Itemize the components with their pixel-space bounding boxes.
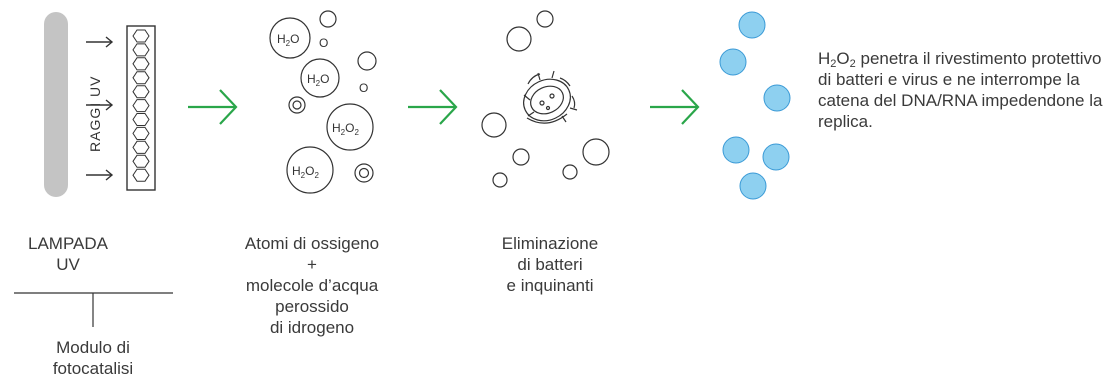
droplet-icon [738, 11, 766, 39]
droplet-icon [719, 48, 747, 76]
hexagon-cell [132, 140, 150, 154]
bacterium-icon [523, 70, 578, 124]
uv-lamp [44, 12, 68, 197]
svg-text:H2O: H2O [277, 32, 299, 48]
uv-ray-arrow-top [86, 36, 114, 48]
h2o-molecule [300, 58, 340, 98]
svg-text:O: O [359, 81, 368, 95]
oxygen-atom [319, 10, 337, 28]
hexagon-cell [132, 168, 150, 182]
oxygen-atom [512, 148, 530, 166]
module-caption: Modulo di fotocatalisi [52, 338, 134, 378]
droplet-icon [739, 172, 767, 200]
droplet-icon [762, 143, 790, 171]
hexagon-cell [132, 71, 150, 85]
elimination-caption: Eliminazione di batteri e inquinanti [501, 234, 599, 295]
oxygen-atom [536, 10, 554, 28]
arrow-right-icon [188, 89, 238, 125]
oxygen-atom [562, 164, 578, 180]
svg-text:H2O2: H2O2 [332, 121, 359, 137]
hexagon-cell [132, 99, 150, 113]
hexagon-cell [132, 29, 150, 43]
module-bracket [14, 292, 173, 327]
h2o-molecule [582, 138, 610, 166]
hexagon-cell [132, 154, 150, 168]
h2o-molecule [506, 26, 532, 52]
lamp-caption: LAMPADA UV [28, 234, 108, 274]
h2o2-molecule [286, 146, 334, 194]
h2o-molecule [481, 112, 507, 138]
hexagon-filter-icon [126, 25, 156, 191]
hexagon-cell [132, 85, 150, 99]
svg-text:O: O [319, 36, 328, 50]
droplet-icon [763, 84, 791, 112]
uv-ray-arrow-middle [86, 99, 114, 111]
droplet-icon [722, 136, 750, 164]
hexagon-cell [132, 43, 150, 57]
svg-text:H2O2: H2O2 [292, 164, 319, 180]
h2o2-molecule [326, 103, 374, 151]
uv-rays-label: RAGGI UV [87, 76, 103, 152]
svg-text:H2O: H2O [307, 72, 329, 88]
molecules-caption: Atomi di ossigeno + molecole d’acqua per… [244, 234, 380, 337]
hexagon-cell [132, 113, 150, 126]
arrow-right-icon [650, 89, 700, 125]
h2o2-description: H2O2 penetra il rivestimento protettivo … [818, 49, 1103, 131]
uv-ray-arrow-bottom [86, 169, 114, 181]
h2o-molecule [269, 17, 311, 59]
hexagon-cell [132, 57, 150, 71]
oxygen-atom [492, 172, 508, 188]
oxygen-atom [354, 163, 374, 183]
arrow-right-icon [408, 89, 458, 125]
oxygen-atom [357, 51, 377, 71]
hexagon-cell [132, 126, 150, 140]
oxygen-atom [288, 96, 306, 114]
